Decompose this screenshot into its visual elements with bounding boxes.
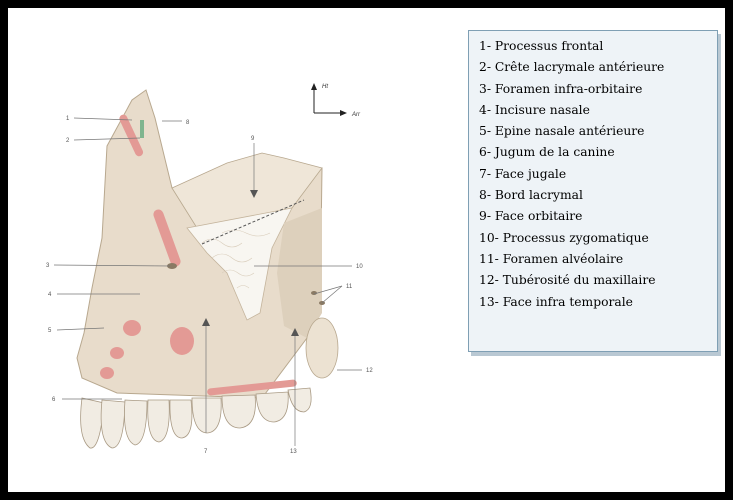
label-8: 8: [186, 120, 190, 126]
legend-item: 7- Face jugale: [479, 164, 717, 185]
legend-item: 13- Face infra temporale: [479, 292, 717, 313]
maxillary-tuberosity: [306, 318, 338, 378]
label-11: 11: [346, 284, 353, 290]
legend-item: 2- Crête lacrymale antérieure: [479, 57, 717, 78]
label-9: 9: [251, 136, 255, 142]
label-1: 1: [66, 116, 70, 122]
label-13: 13: [290, 449, 297, 455]
label-4: 4: [48, 292, 52, 298]
label-2: 2: [66, 138, 70, 144]
legend-box: 1- Processus frontal 2- Crête lacrymale …: [468, 30, 718, 352]
maxilla-illustration: Ht Arr 1 2 8 9 3: [22, 58, 392, 482]
axis-back-label: Arr: [351, 112, 361, 118]
orientation-axes: Ht Arr: [311, 83, 361, 118]
legend-item: 9- Face orbitaire: [479, 206, 717, 227]
axis-up-label: Ht: [322, 84, 328, 90]
label-5: 5: [48, 328, 52, 334]
legend-list: 1- Processus frontal 2- Crête lacrymale …: [479, 36, 717, 313]
legend-item: 5- Epine nasale antérieure: [479, 121, 717, 142]
legend-item: 11- Foramen alvéolaire: [479, 249, 717, 270]
legend-item: 10- Processus zygomatique: [479, 228, 717, 249]
lacrimal-crest-mark: [140, 120, 144, 138]
alveolar-foramen-a: [311, 291, 317, 295]
legend-item: 6- Jugum de la canine: [479, 142, 717, 163]
teeth-row: [81, 388, 312, 448]
legend-item: 3- Foramen infra-orbitaire: [479, 79, 717, 100]
legend-item: 4- Incisure nasale: [479, 100, 717, 121]
legend-item: 1- Processus frontal: [479, 36, 717, 57]
label-3: 3: [46, 263, 50, 269]
label-10: 10: [356, 264, 363, 270]
label-12: 12: [366, 368, 373, 374]
legend-item: 8- Bord lacrymal: [479, 185, 717, 206]
label-6: 6: [52, 397, 56, 403]
infratemporal-face: [277, 208, 322, 338]
legend-item: 12- Tubérosité du maxillaire: [479, 270, 717, 291]
label-7: 7: [204, 449, 208, 455]
